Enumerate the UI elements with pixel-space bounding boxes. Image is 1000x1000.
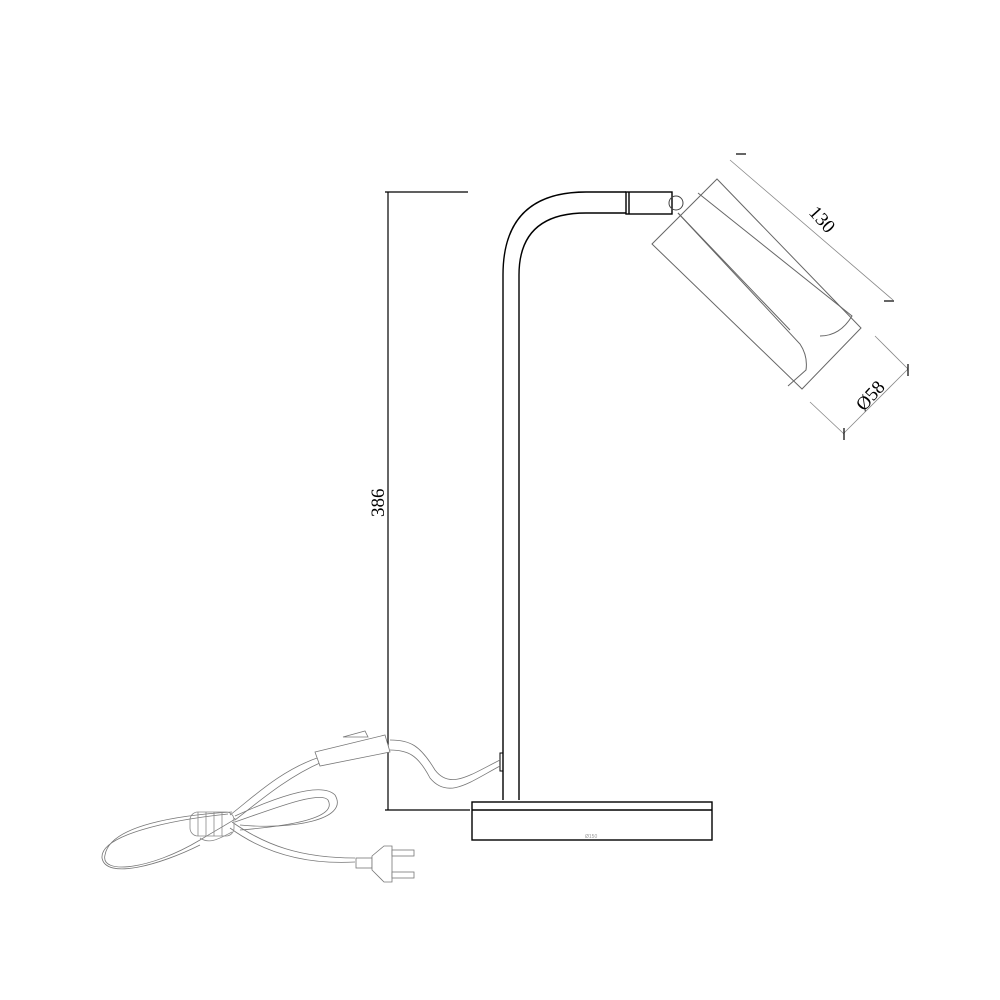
lamp-base (471, 752, 713, 841)
pivot-joint (668, 195, 684, 211)
inline-switch (314, 730, 391, 767)
head-length-label: 130 (804, 202, 839, 237)
plug (355, 845, 415, 883)
height-dimension (385, 191, 470, 811)
head-diameter-dimension (809, 335, 909, 440)
head-diameter-label: Ø58 (852, 377, 890, 415)
power-cord (101, 739, 501, 870)
lamp-head (651, 178, 862, 390)
cord-wrap (189, 811, 235, 842)
base-diameter-label: Ø150 (585, 834, 597, 840)
head-length-dimension (729, 153, 894, 302)
lamp-stem (502, 191, 673, 800)
height-label: 386 (368, 489, 389, 518)
